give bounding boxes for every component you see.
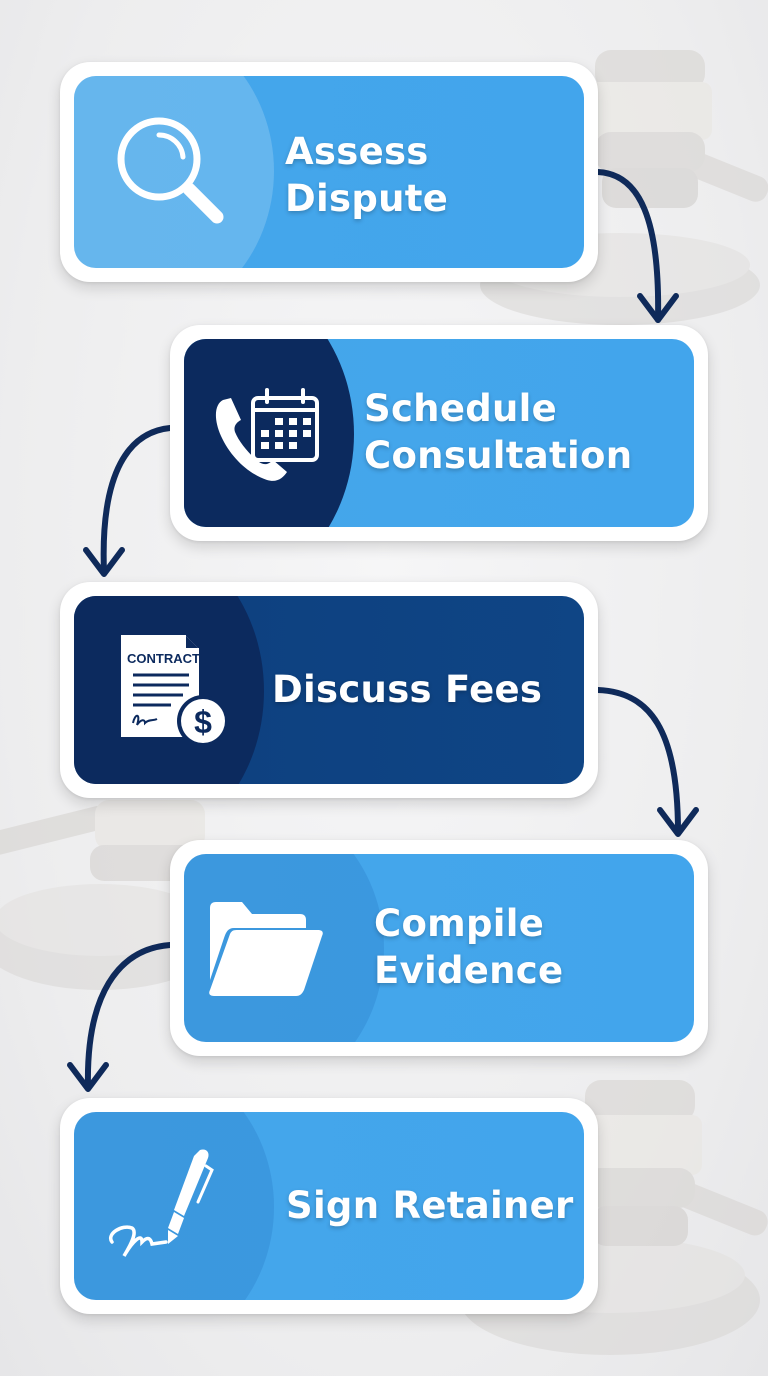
step-label: Assess Dispute: [285, 130, 449, 220]
step-card-schedule-consultation[interactable]: Schedule Consultation: [170, 325, 708, 541]
contract-dollar-icon: CONTRACT $: [74, 596, 269, 784]
step-label: Schedule Consultation: [364, 387, 633, 477]
connector-arrow-1-to-2: [595, 169, 679, 323]
svg-text:$: $: [194, 704, 212, 740]
step-card-inner: Assess Dispute: [74, 76, 584, 268]
step-card-compile-evidence[interactable]: Compile Evidence: [170, 840, 708, 1056]
step-label: Discuss Fees: [272, 668, 543, 711]
svg-text:CONTRACT: CONTRACT: [127, 651, 200, 666]
connector-arrow-4-to-5: [67, 942, 173, 1092]
step-card-assess-dispute[interactable]: Assess Dispute: [60, 62, 598, 282]
icon-badge: [74, 76, 274, 268]
step-card-discuss-fees[interactable]: CONTRACT $ Discuss Fees: [60, 582, 598, 798]
phone-calendar-icon: [184, 339, 354, 527]
step-label: Compile Evidence: [374, 902, 564, 992]
icon-badge: [74, 1112, 274, 1300]
step-card-inner: CONTRACT $ Discuss Fees: [74, 596, 584, 784]
folder-icon: [184, 854, 354, 1042]
step-card-inner: Sign Retainer: [74, 1112, 584, 1300]
step-card-inner: Schedule Consultation: [184, 339, 694, 527]
step-label: Sign Retainer: [286, 1184, 574, 1227]
step-card-inner: Compile Evidence: [184, 854, 694, 1042]
magnifying-glass-icon: [74, 76, 269, 268]
step-card-sign-retainer[interactable]: Sign Retainer: [60, 1098, 598, 1314]
connector-arrow-2-to-3: [83, 425, 173, 577]
connector-arrow-3-to-4: [595, 687, 699, 837]
pen-signature-icon: [74, 1112, 269, 1300]
